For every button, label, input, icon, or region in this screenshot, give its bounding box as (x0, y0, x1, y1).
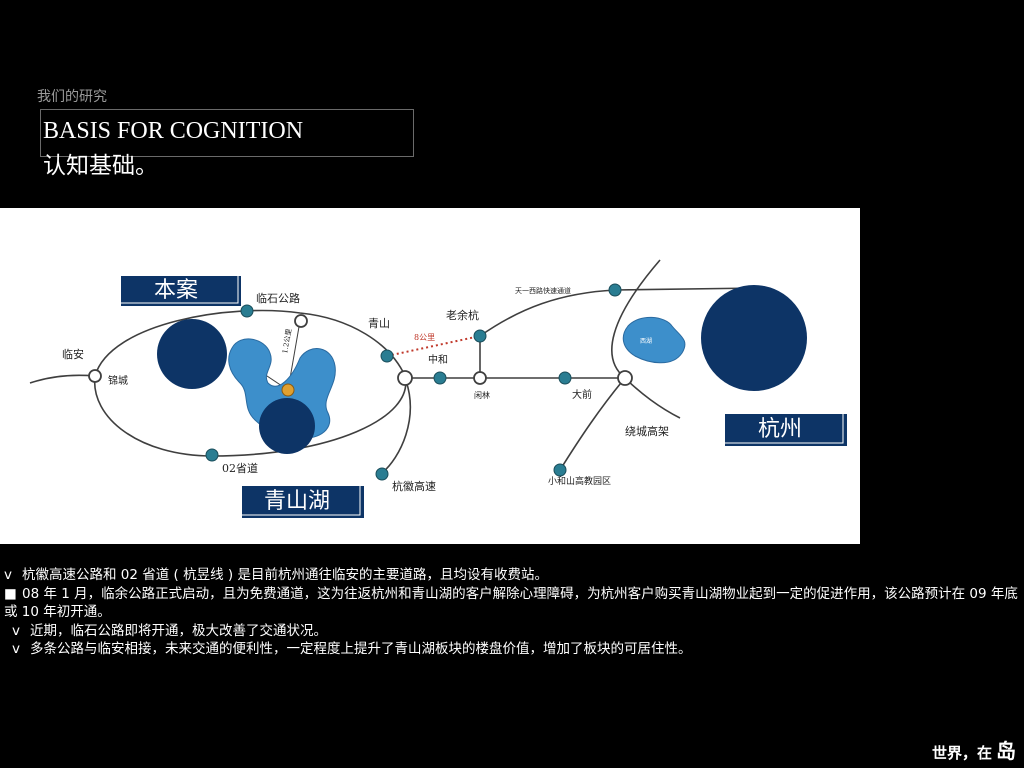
node-junction (397, 370, 413, 386)
location-map: 临安 锦城 临石公路 1.2公里 青山 8公里 老余杭 中和 闲林 大前 天一西… (0, 208, 860, 544)
label-linshi-road: 临石公路 (256, 291, 300, 305)
node-teal-1 (240, 304, 254, 318)
note-text: 杭徽高速公路和 02 省道 ( 杭昱线 ) 是目前杭州通往临安的主要道路，且均设… (22, 567, 548, 583)
label-laoyuhang: 老余杭 (446, 308, 479, 322)
note-bullet: ■ (4, 585, 17, 602)
node-qingshan (380, 349, 394, 363)
node-laoyuhang (473, 329, 487, 343)
node-xianlin (473, 371, 487, 385)
label-distance-1: 1.2公里 (281, 328, 293, 354)
note-text: 近期，临石公路即将开通，极大改善了交通状况。 (30, 622, 327, 639)
note-text: 多条公路与临安相接，未来交通的便利性，一定程度上提升了青山湖板块的楼盘价值，增加… (30, 641, 692, 657)
brand-logo: 世界，在岛 (932, 735, 1016, 764)
node-02-road (205, 448, 219, 462)
node-zhonghe (433, 371, 447, 385)
note-item: v 近期，临石公路即将开通，极大改善了交通状况。 (4, 622, 1020, 641)
banner-project-label: 本案 (154, 278, 198, 303)
label-dongdi: 西湖 (640, 337, 652, 345)
node-linshi (294, 314, 308, 328)
road-north (479, 287, 761, 337)
note-item: v 多条公路与临安相接，未来交通的便利性，一定程度上提升了青山湖板块的楼盘价值，增… (4, 640, 1020, 659)
note-item: v 杭徽高速公路和 02 省道 ( 杭昱线 ) 是目前杭州通往临安的主要道路，且均… (4, 566, 1020, 585)
label-linan: 临安 (62, 347, 84, 361)
brand-text: 世界，在 (931, 744, 992, 762)
title-box (40, 109, 414, 157)
banner-qingshanhu: 青山湖 (237, 482, 364, 518)
node-xiaoheshan (553, 463, 567, 477)
label-daqian: 大前 (572, 388, 592, 401)
label-qingshan: 青山 (368, 317, 390, 330)
node-fast-road (608, 283, 622, 297)
label-xiaoheshan: 小和山高教园区 (548, 475, 611, 487)
circle-qingshanhu (259, 398, 315, 454)
note-text: 08 年 1 月，临余公路正式启动，且为免费通道，这为往返杭州和青山湖的客户解除… (4, 585, 1018, 621)
label-jincheng: 锦城 (108, 374, 128, 387)
node-hanghui (375, 467, 389, 481)
note-item: ■08 年 1 月，临余公路正式启动，且为免费通道，这为往返杭州和青山湖的客户解… (4, 585, 1020, 622)
notes-list: v 杭徽高速公路和 02 省道 ( 杭昱线 ) 是目前杭州通往临安的主要道路，且均… (4, 566, 1020, 659)
page-title-zh: 认知基础。 (43, 153, 158, 179)
label-xianlin: 闲林 (474, 390, 490, 400)
label-fast-road: 天一西路快速通道 (515, 286, 571, 295)
section-label: 我们的研究 (37, 89, 107, 105)
note-bullet: v (4, 567, 12, 583)
node-jincheng (88, 369, 102, 383)
west-lake (622, 316, 686, 364)
banner-hangzhou: 杭州 (720, 410, 847, 446)
connector-dotted (386, 335, 481, 357)
road-xiaoheshan (559, 377, 626, 471)
circle-project (157, 319, 227, 389)
label-zhonghe: 中和 (428, 353, 448, 366)
banner-project: 本案 (117, 272, 241, 306)
page-title-en: BASIS FOR COGNITION (43, 118, 304, 144)
brand-seal: 岛 (996, 739, 1016, 763)
note-bullet: v (12, 641, 20, 657)
label-raocheng: 绕城高架 (625, 424, 669, 438)
note-bullet: v (12, 622, 20, 639)
banner-hangzhou-label: 杭州 (758, 417, 802, 442)
project-marker (281, 383, 295, 397)
banner-qingshanhu-label: 青山湖 (264, 489, 330, 514)
circle-hangzhou (701, 285, 807, 391)
road-hanghui (381, 377, 412, 474)
label-distance: 8公里 (414, 333, 435, 342)
label-hanghui: 杭徽高速 (392, 479, 436, 493)
node-daqian (558, 371, 572, 385)
label-02-road: 02省道 (222, 461, 258, 475)
road-linan (29, 374, 96, 384)
node-raocheng (617, 370, 633, 386)
